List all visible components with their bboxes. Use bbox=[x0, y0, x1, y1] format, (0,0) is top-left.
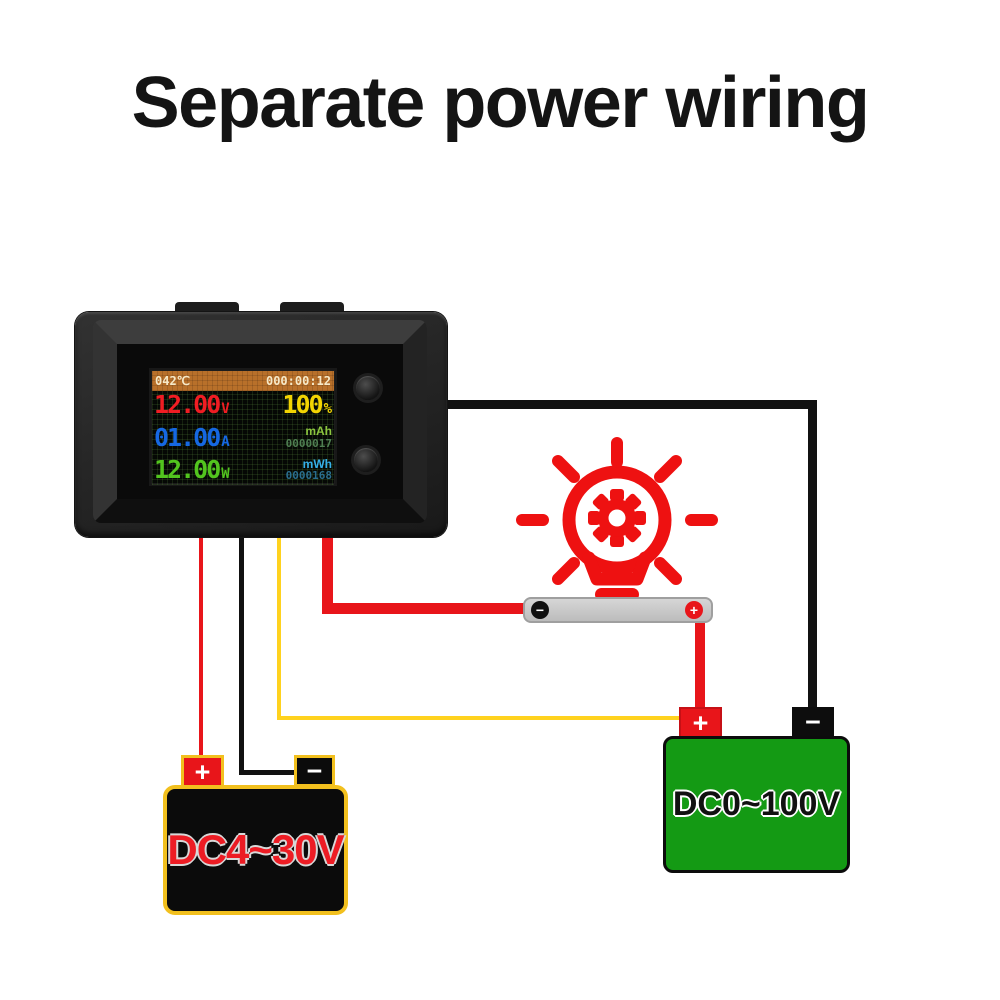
percent-value: 100 bbox=[282, 390, 323, 419]
capacity-value: 0000017 bbox=[285, 436, 332, 450]
power-unit: W bbox=[221, 466, 230, 482]
measured-battery-label: DC4~30V bbox=[167, 826, 344, 873]
wire-black-sense-horizontal bbox=[239, 770, 299, 775]
meter-button-top bbox=[356, 376, 380, 400]
bulb-gear-icon bbox=[516, 437, 718, 601]
capacity-label: mAh bbox=[305, 424, 332, 439]
energy-reading: mWh 0000168 bbox=[286, 458, 332, 482]
power-battery-plus-terminal: + bbox=[679, 707, 722, 739]
energy-label: mWh bbox=[302, 456, 332, 471]
wire-red-shunt-horizontal bbox=[322, 603, 542, 614]
voltage-unit: V bbox=[221, 401, 230, 417]
power-battery: DC0~100V bbox=[663, 736, 850, 873]
shunt-minus-terminal: − bbox=[531, 601, 549, 619]
wire-black-power-vertical bbox=[808, 400, 817, 712]
percent-unit: % bbox=[323, 401, 332, 417]
gear-icon bbox=[588, 489, 646, 547]
page-title: Separate power wiring bbox=[131, 63, 870, 143]
percent-reading: 100% bbox=[282, 392, 332, 417]
current-value: 01.00 bbox=[154, 422, 221, 452]
voltage-value: 12.00 bbox=[154, 390, 221, 419]
power-value: 12.00 bbox=[154, 455, 221, 484]
power-battery-minus-terminal: − bbox=[792, 707, 834, 738]
wire-red-sense-vertical bbox=[199, 528, 203, 760]
wire-black-sense-vertical bbox=[239, 528, 244, 775]
measured-battery-minus-terminal: − bbox=[294, 755, 335, 787]
energy-value: 0000168 bbox=[285, 469, 332, 483]
power-battery-label: DC0~100V bbox=[672, 785, 841, 823]
capacity-reading: mAh 0000017 bbox=[286, 425, 332, 449]
lcd-runtime: 000:00:12 bbox=[265, 374, 331, 388]
shunt-plus-terminal: + bbox=[685, 601, 703, 619]
current-unit: A bbox=[221, 433, 230, 450]
measured-battery-plus-terminal: + bbox=[181, 755, 224, 789]
shunt-bar: − + bbox=[523, 597, 713, 623]
wire-yellow-vertical bbox=[277, 528, 281, 720]
meter-button-bottom bbox=[354, 448, 378, 472]
wire-black-power-horizontal bbox=[445, 400, 817, 409]
lcd-temperature: 042℃ bbox=[155, 374, 191, 388]
measured-battery: DC4~30V bbox=[163, 785, 348, 915]
wire-red-shunt-drop bbox=[695, 621, 705, 712]
lcd-status-bar: 042℃ 000:00:12 bbox=[152, 371, 334, 391]
wire-red-shunt-vertical bbox=[322, 528, 333, 614]
wire-yellow-horizontal bbox=[277, 716, 687, 720]
